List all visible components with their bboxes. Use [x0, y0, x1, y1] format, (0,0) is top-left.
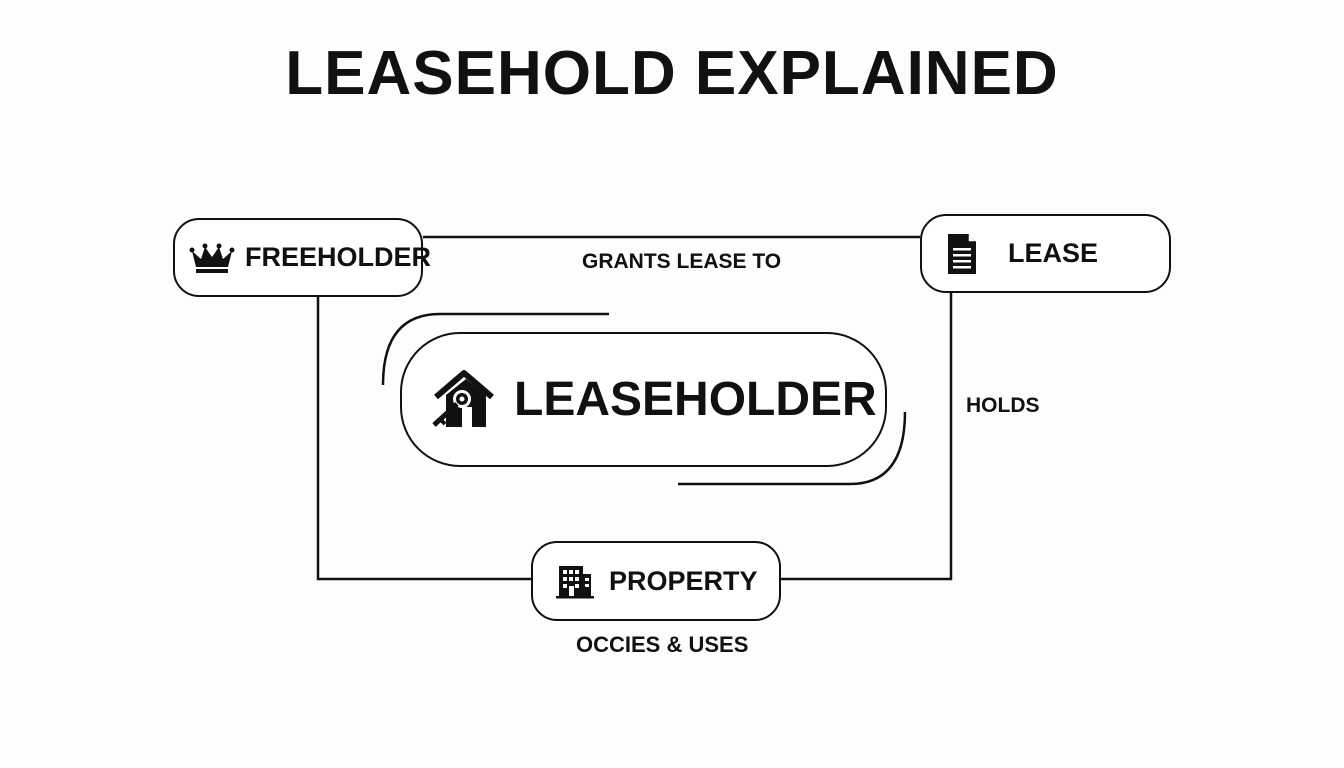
swoosh-bottom-right [678, 411, 907, 486]
edge-freeholder-property [316, 297, 531, 581]
lease-node[interactable]: LEASE [920, 214, 1171, 293]
document-icon [946, 232, 978, 276]
edge-label-holds: HOLDS [966, 394, 1040, 417]
edge-label-grants: GRANTS LEASE TO [582, 250, 782, 273]
freeholder-node[interactable]: FREEHOLDER [173, 218, 431, 297]
building-icon [555, 562, 595, 600]
leaseholder-label: LEASEHOLDER [514, 373, 877, 426]
swoosh-top-left [381, 312, 609, 386]
crown-icon [189, 241, 235, 275]
leaseholder-node[interactable]: LEASEHOLDER [400, 332, 887, 467]
edge-lease-property [781, 293, 953, 581]
property-node[interactable]: PROPERTY [531, 541, 781, 621]
freeholder-label: FREEHOLDER [245, 242, 432, 272]
lease-label: LEASE [1008, 238, 1099, 268]
page-title: LEASEHOLD EXPLAINED [285, 39, 1059, 108]
property-label: PROPERTY [609, 565, 758, 596]
edge-label-occupies: OCCIES & USES [576, 632, 749, 657]
house-key-icon [430, 369, 494, 431]
